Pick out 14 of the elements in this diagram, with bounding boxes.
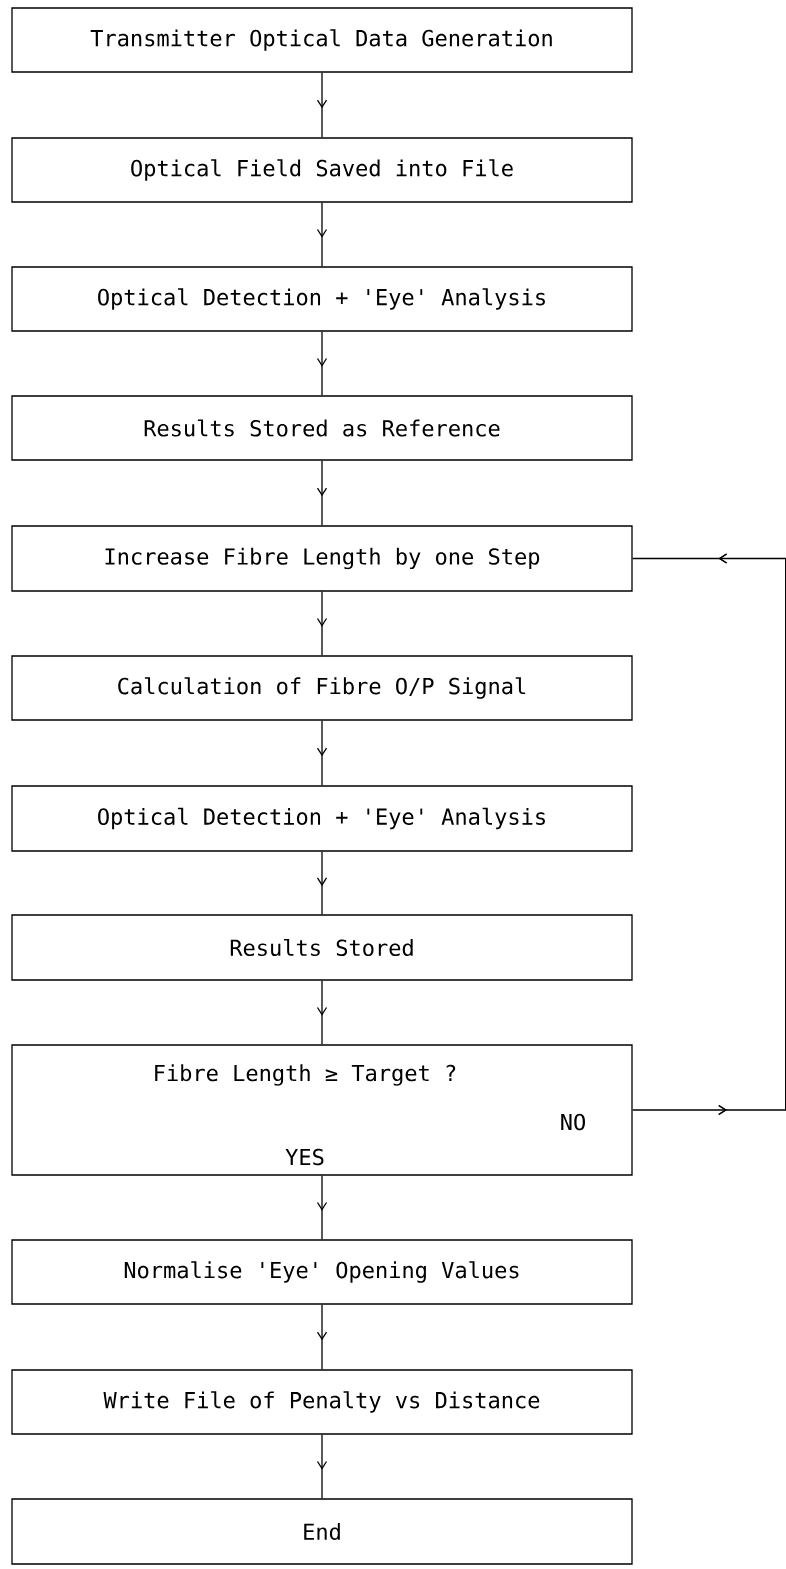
process-box: Calculation of Fibre O/P Signal — [11, 655, 633, 721]
process-box: Increase Fibre Length by one Step — [11, 525, 633, 592]
process-box: Normalise 'Eye' Opening Values — [11, 1239, 633, 1305]
process-box: Transmitter Optical Data Generation — [11, 7, 633, 73]
branch-label: YES — [285, 1148, 324, 1166]
process-box: End — [11, 1498, 633, 1565]
process-box: Optical Detection + 'Eye' Analysis — [11, 785, 633, 852]
question-text: Fibre Length ≥ Target ? — [155, 1064, 456, 1086]
process-box: Optical Detection + 'Eye' Analysis — [11, 266, 633, 332]
process-box: Optical Field Saved into File — [11, 137, 633, 203]
process-box: Results Stored — [11, 914, 633, 981]
branch-label: NO — [561, 1113, 585, 1131]
process-box: Results Stored as Reference — [11, 395, 633, 461]
process-box: Write File of Penalty vs Distance — [11, 1369, 633, 1435]
